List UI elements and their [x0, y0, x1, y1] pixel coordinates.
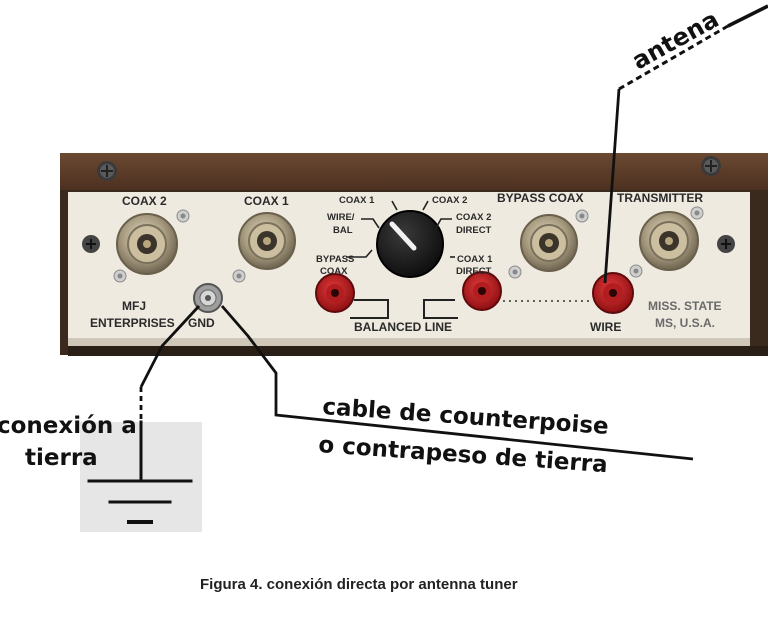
wood-trim [60, 153, 768, 193]
selector-ticks [346, 200, 455, 258]
selector-coax1-direct-label: DIRECT [456, 266, 492, 277]
screw-icon [82, 235, 100, 253]
coax1-connector [238, 212, 296, 270]
transmitter-label: TRANSMITTER [617, 191, 703, 205]
location-label: MISS. STATE [648, 299, 722, 313]
antenna-wire [603, 4, 768, 284]
bypass-coax-connector [520, 214, 578, 272]
transmitter-connector [639, 211, 699, 271]
screw-icon [717, 235, 735, 253]
selector-wirebal-label: BAL [333, 225, 353, 236]
selector-knob [376, 210, 444, 278]
location-label: MS, U.S.A. [655, 316, 715, 330]
panel-bottom-edge [68, 338, 750, 346]
selector-bypass-label: COAX [320, 266, 348, 277]
balanced-line-label: BALANCED LINE [354, 320, 452, 334]
selector-coax1-direct-label: COAX 1 [457, 254, 493, 265]
ground-connection-annotation: conexión a [0, 413, 137, 439]
counterpoise-annotation: o contrapeso de tierra [318, 432, 609, 478]
gnd-label: GND [188, 316, 215, 330]
bypass-coax-label: BYPASS COAX [497, 191, 583, 205]
selector-coax2-direct-label: DIRECT [456, 225, 492, 236]
device-base [68, 346, 768, 356]
maker-label: ENTERPRISES [90, 316, 175, 330]
wire-jack [592, 272, 634, 314]
counterpoise-annotation: cable de counterpoise [322, 394, 610, 440]
maker-label: MFJ [122, 299, 146, 313]
counterpoise-wire [220, 305, 694, 461]
ground-connection-annotation: tierra [25, 445, 98, 471]
ground-symbol-icon [87, 420, 193, 524]
selector-wirebal-label: WIRE/ [327, 212, 355, 223]
coax2-connector [116, 213, 178, 275]
balanced-line-bracket [350, 299, 458, 319]
coax1-direct-jack [462, 271, 502, 311]
ground-post [193, 283, 223, 313]
mounting-screw-icon [113, 206, 704, 283]
antena-annotation: antena [627, 5, 723, 75]
selector-bypass-label: BYPASS [316, 254, 354, 265]
bypass-coax-jack [315, 273, 355, 313]
selector-coax2-label: COAX 2 [432, 195, 467, 206]
coax1-label: COAX 1 [244, 194, 289, 208]
coax2-label: COAX 2 [122, 194, 167, 208]
screw-icon [97, 161, 117, 181]
screw-icon [701, 156, 721, 176]
selector-coax2-direct-label: COAX 2 [456, 212, 491, 223]
selector-coax1-label: COAX 1 [339, 195, 375, 206]
figure-caption: Figura 4. conexión directa por antenna t… [200, 576, 518, 593]
wire-label: WIRE [590, 320, 621, 334]
